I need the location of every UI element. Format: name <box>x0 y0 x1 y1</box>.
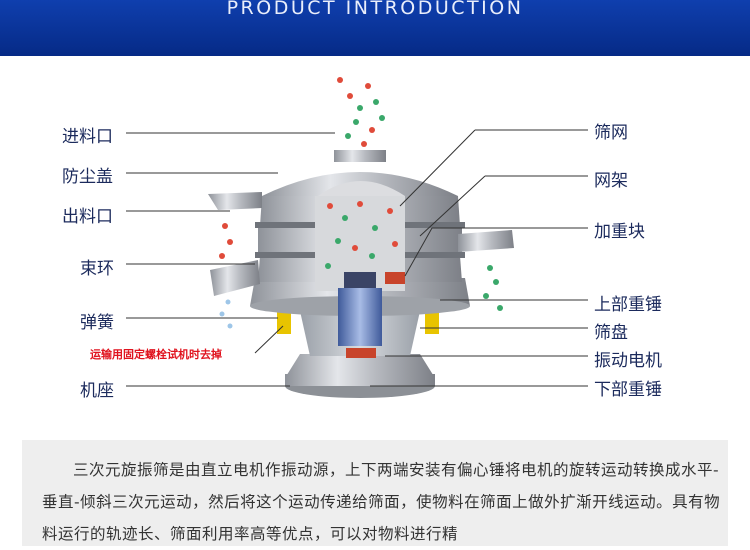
leader-lines-right <box>370 129 588 387</box>
page-title: PRODUCT INTRODUCTION <box>226 0 524 19</box>
header-banner: PRODUCT INTRODUCTION <box>0 0 750 56</box>
counterweight-block <box>385 272 405 284</box>
label-clamp-ring: 束环 <box>80 259 114 279</box>
label-base: 机座 <box>80 381 114 401</box>
label-inlet: 进料口 <box>62 127 113 147</box>
sieve-diagram: 进料口 防尘盖 出料口 束环 弹簧 运输用固定螺栓试机时去掉 机座 筛网 网架 … <box>0 56 750 436</box>
label-dust-cover: 防尘盖 <box>62 167 113 187</box>
leader-lines-left <box>126 132 335 387</box>
label-lower-weight: 下部重锤 <box>594 380 662 400</box>
material-particles <box>219 77 503 329</box>
sieve-body <box>255 150 465 291</box>
description-panel: 三次元旋振筛是由直立电机作振动源，上下两端安装有偏心锤将电机的旋转运动转换成水平… <box>22 440 728 546</box>
label-sieve-tray: 筛盘 <box>594 323 628 343</box>
label-mesh-frame: 网架 <box>594 171 628 191</box>
machine-illustration <box>126 77 588 398</box>
vibration-motor <box>338 272 382 358</box>
label-screen-mesh: 筛网 <box>594 123 628 143</box>
label-spring: 弹簧 <box>80 313 114 333</box>
label-upper-weight: 上部重锤 <box>594 295 662 315</box>
label-weight-block: 加重块 <box>594 222 645 242</box>
discharge-spouts <box>208 192 514 296</box>
description-text: 三次元旋振筛是由直立电机作振动源，上下两端安装有偏心锤将电机的旋转运动转换成水平… <box>42 461 721 543</box>
label-vibration-motor: 振动电机 <box>594 351 662 371</box>
label-transport-bolt-note: 运输用固定螺栓试机时去掉 <box>90 348 222 361</box>
label-outlet: 出料口 <box>62 207 113 227</box>
